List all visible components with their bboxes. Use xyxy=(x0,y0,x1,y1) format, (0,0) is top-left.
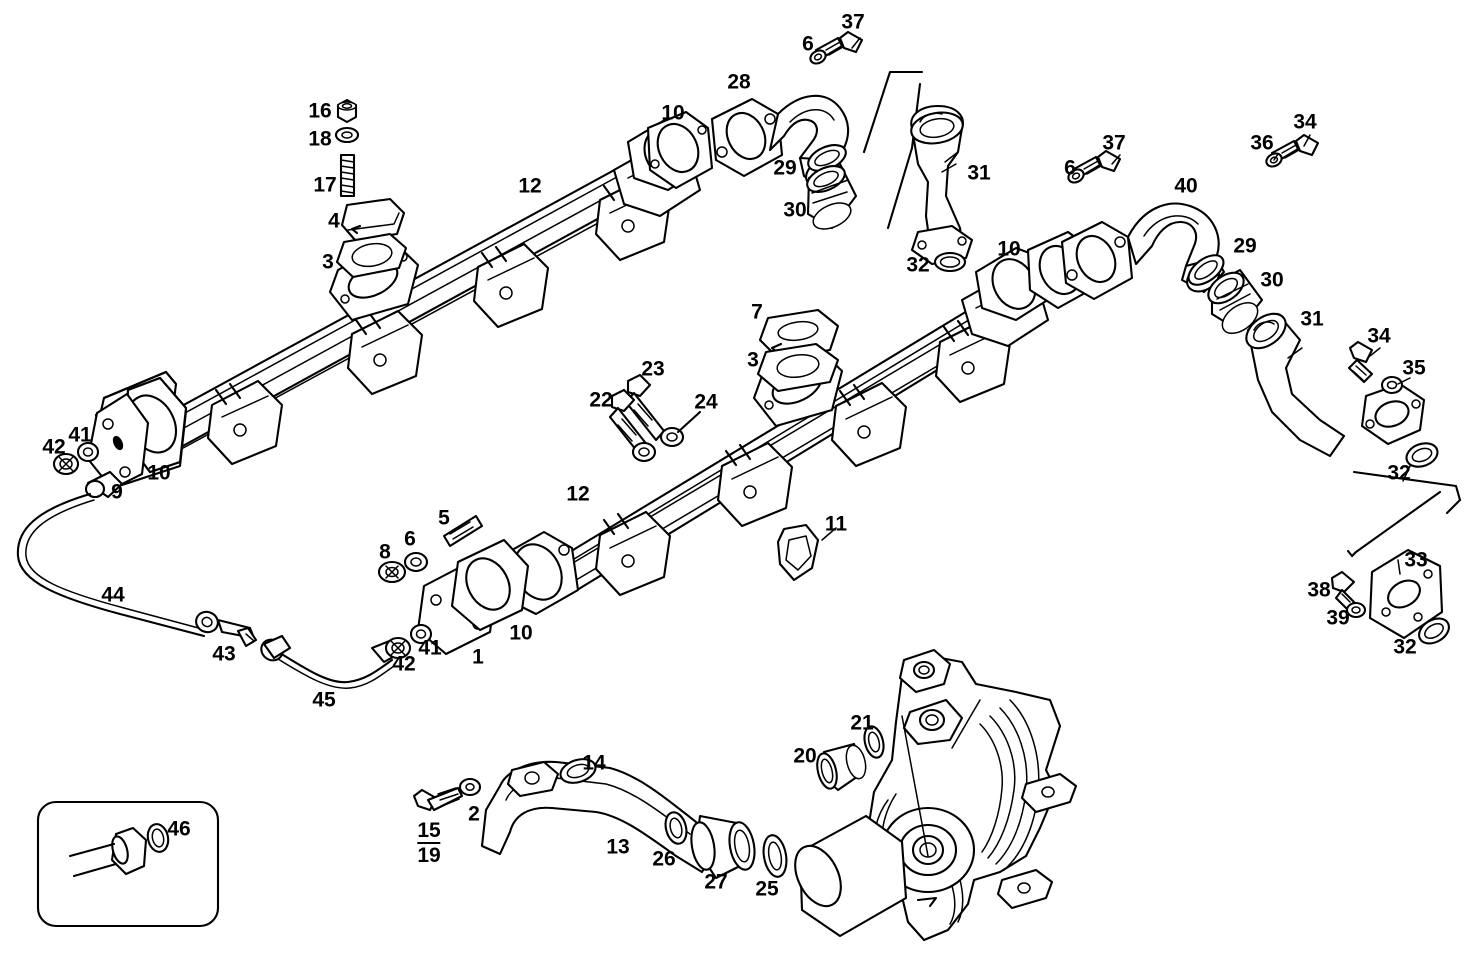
callout-27-sleeve: 27 xyxy=(704,870,728,894)
callout-40-elbow-pipe: 40 xyxy=(1174,174,1198,198)
callout-8-nut: 8 xyxy=(379,540,391,564)
fraction-bar xyxy=(417,842,441,844)
callout-9-end-flange-plate: 9 xyxy=(111,480,123,504)
callout-46-sealing-ring: 46 xyxy=(167,817,191,841)
flange-33-assembly xyxy=(1330,470,1462,645)
callout-28-elbow-pipe: 28 xyxy=(727,70,751,94)
callout-29-o-ring: 29 xyxy=(773,156,797,180)
rail-boss-group-lower xyxy=(594,317,1012,597)
callout-39-washer: 39 xyxy=(1326,606,1350,630)
callout-33-flange-plate: 33 xyxy=(1404,548,1428,572)
bolts-6-37-36-34 xyxy=(1067,133,1320,184)
callout-17-stud: 17 xyxy=(313,173,337,197)
callout-10-gasket: 10 xyxy=(661,101,685,125)
callout-11-gasket: 11 xyxy=(824,512,848,536)
callout-16-hex-nut: 16 xyxy=(308,99,332,123)
callout-5-stud-bolt: 5 xyxy=(438,506,450,530)
manifold-rail-upper xyxy=(86,116,708,491)
callout-32-o-ring: 32 xyxy=(906,253,930,277)
callout-4-cover-plate: 4 xyxy=(328,209,340,233)
callout-37-bolt: 37 xyxy=(1102,131,1126,155)
callout-1-flange-cover-plate: 1 xyxy=(472,645,484,669)
part-stack-16-18-17-4-3 xyxy=(334,98,408,279)
callout-42-union-fitting: 42 xyxy=(392,652,416,676)
callout-10-gasket: 10 xyxy=(509,621,533,645)
callout-14-o-ring: 14 xyxy=(582,751,606,775)
callout-36-washer: 36 xyxy=(1250,131,1274,155)
elbow-pipe-28-assembly xyxy=(646,94,858,230)
gasket-11 xyxy=(776,523,820,582)
callout-6-washer: 6 xyxy=(404,527,416,551)
callout-44-fuel-line-long: 44 xyxy=(101,583,125,607)
elbow-pipe-40-assembly xyxy=(1026,202,1439,468)
connector-pipe-31-upper xyxy=(862,70,974,273)
callout-41-washer: 41 xyxy=(68,423,92,447)
callout-25-o-ring: 25 xyxy=(755,877,779,901)
callout-2-washer: 2 xyxy=(468,802,480,826)
manifold-rail-lower xyxy=(496,246,1056,616)
callout-31-connector-pipe: 31 xyxy=(967,161,991,185)
detail-inset-box xyxy=(36,800,220,928)
callout-45-fuel-line-short: 45 xyxy=(312,688,336,712)
callout-21-o-ring: 21 xyxy=(850,711,874,735)
callout-6-washer: 6 xyxy=(802,32,814,56)
part-stack-7-3 xyxy=(756,308,840,393)
callout-32-o-ring: 32 xyxy=(1387,461,1411,485)
parts-8-6-5-1-10 xyxy=(377,514,530,656)
callout-19-number: 19 xyxy=(417,844,441,867)
bolt-37-washer-6-top xyxy=(809,30,864,65)
bolt-34-washer-35 xyxy=(1347,340,1404,395)
callout-12-manifold-rail: 12 xyxy=(518,174,542,198)
callout-10-gasket: 10 xyxy=(997,237,1021,261)
callout-10-gasket: 10 xyxy=(147,461,171,485)
callout-41-washer: 41 xyxy=(418,636,442,660)
bolts-22-23-24 xyxy=(608,373,702,463)
callout-22-bolt: 22 xyxy=(589,388,613,412)
callout-32-o-ring: 32 xyxy=(1393,635,1417,659)
rail-boss-group-upper xyxy=(206,175,672,466)
callout-12-manifold-rail: 12 xyxy=(566,482,590,506)
callout-20-sleeve: 20 xyxy=(793,744,817,768)
callout-31-connector-pipe: 31 xyxy=(1300,307,1324,331)
callout-7-cover-plate: 7 xyxy=(751,300,763,324)
callout-15-number: 15 xyxy=(417,819,441,842)
callout-6-washer: 6 xyxy=(1064,156,1076,180)
callout-34-bolt: 34 xyxy=(1367,324,1391,348)
callout-30-sleeve: 30 xyxy=(1260,268,1284,292)
callout-18-washer: 18 xyxy=(308,127,332,151)
callout-35-washer: 35 xyxy=(1402,356,1426,380)
callout-13-water-pipe: 13 xyxy=(606,835,630,859)
callout-30-sleeve: 30 xyxy=(783,198,807,222)
callout-43-tee-fitting: 43 xyxy=(212,642,236,666)
callout-24-washer: 24 xyxy=(694,390,718,414)
water-pipe-13-assembly xyxy=(412,725,885,880)
water-pump-housing xyxy=(794,648,1078,942)
callout-42-union-fitting: 42 xyxy=(42,435,66,459)
callout-26-o-ring: 26 xyxy=(652,847,676,871)
callout-23-bolt: 23 xyxy=(641,357,665,381)
fuel-line-assembly xyxy=(16,441,433,689)
callout-34-bolt: 34 xyxy=(1293,110,1317,134)
leader-lines xyxy=(821,37,1411,857)
callout-38-bolt: 38 xyxy=(1307,578,1331,602)
callout-3-gasket: 3 xyxy=(747,348,759,372)
callout-3-gasket: 3 xyxy=(322,250,334,274)
callout-37-bolt: 37 xyxy=(841,10,865,34)
callout-29-o-ring: 29 xyxy=(1233,234,1257,258)
